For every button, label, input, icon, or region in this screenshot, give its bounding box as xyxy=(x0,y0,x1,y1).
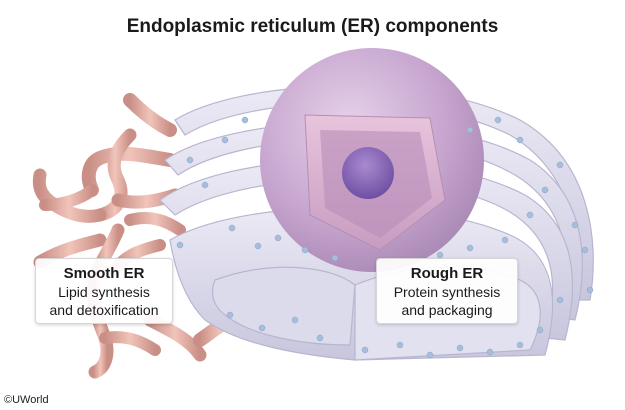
rough-er-function-line1: Protein synthesis xyxy=(393,284,501,300)
copyright-credit: ©UWorld xyxy=(4,394,49,406)
nucleolus xyxy=(342,147,394,199)
smooth-er-function-line2: and detoxification xyxy=(49,302,159,318)
rough-er-heading: Rough ER xyxy=(410,265,484,282)
rough-er-label: Rough ER Protein synthesis and packaging xyxy=(376,258,518,324)
smooth-er-label: Smooth ER Lipid synthesis and detoxifica… xyxy=(35,258,173,324)
smooth-er-function-line1: Lipid synthesis xyxy=(58,284,150,300)
smooth-er-heading: Smooth ER xyxy=(63,265,145,282)
rough-er-function-line2: and packaging xyxy=(401,302,493,318)
figure-title: Endoplasmic reticulum (ER) components xyxy=(126,16,499,37)
nucleus xyxy=(260,48,484,272)
ribosomes xyxy=(176,116,594,359)
